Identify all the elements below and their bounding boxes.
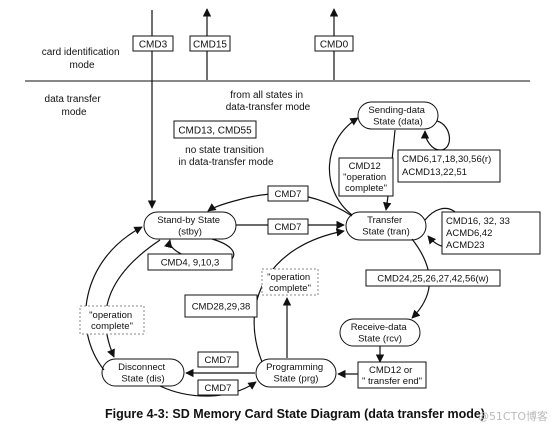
cmd15-box xyxy=(189,35,231,52)
cmd12-transfer-end-label: CMD12 or " transfer end" xyxy=(362,365,422,387)
cmd3-box xyxy=(132,35,174,52)
cmd12-transfer-end-box xyxy=(357,361,427,389)
state-disconnect xyxy=(101,358,185,387)
watermark: @51CTO博客 xyxy=(478,409,548,423)
cmd13-cmd55-label: CMD13, CMD55 xyxy=(178,126,252,137)
cmd7-right-label: CMD7 xyxy=(275,222,302,233)
no-state-transition-text: no state transition in data-transfer mod… xyxy=(178,145,273,168)
cmd7-dis-top-box xyxy=(197,351,239,368)
cmd12-op-complete-box xyxy=(338,157,394,197)
cmd7-dis-top-label: CMD7 xyxy=(205,355,232,366)
state-transfer-label: Transfer State (tran) xyxy=(362,215,410,238)
arrow-stby-to-dis xyxy=(104,239,161,358)
op-complete-center-label: "operation complete" xyxy=(267,272,313,294)
state-transfer xyxy=(345,211,427,241)
arrow-prg-to-tran xyxy=(253,228,345,363)
arrow-tran-to-data xyxy=(328,117,359,216)
op-complete-left-label: "operation complete" xyxy=(89,310,135,332)
cmd28-group-label: CMD28,29,38 xyxy=(192,302,251,313)
state-sending-data-label: Sending-data State (data) xyxy=(368,105,427,128)
cmd6-group-label: CMD6,17,18,30,56(r) ACMD13,22,51 xyxy=(402,154,494,178)
cmd4-group-label: CMD4, 9,10,3 xyxy=(161,258,220,269)
cmd24-group-label: CMD24,25,26,27,42,56(w) xyxy=(377,274,488,285)
cmd7-upper-label: CMD7 xyxy=(275,189,302,200)
cmd24-group-box xyxy=(365,269,501,287)
state-disconnect-label: Disconnect State (dis) xyxy=(118,362,168,385)
from-all-states-text: from all states in data-transfer mode xyxy=(226,90,311,113)
state-stand-by-label: Stand-by State (stby) xyxy=(157,215,223,238)
cmd0-box xyxy=(314,35,354,52)
cmd16-group-label: CMD16, 32, 33 ACMD6,42 ACMD23 xyxy=(446,216,513,251)
arrow-tran-to-stby xyxy=(207,193,353,217)
cmd7-upper-box xyxy=(267,185,309,202)
figure-caption: Figure 4-3: SD Memory Card State Diagram… xyxy=(105,407,485,421)
cmd0-label: CMD0 xyxy=(320,40,349,51)
cmd15-label: CMD15 xyxy=(193,40,227,51)
op-complete-left-box xyxy=(79,305,145,335)
cmd13-cmd55-box xyxy=(173,120,257,139)
cmd6-group-box xyxy=(397,149,501,183)
state-programming-label: Programming State (prg) xyxy=(266,362,326,385)
state-programming xyxy=(255,358,337,388)
state-receive-data-label: Receive-data State (rcv) xyxy=(351,322,410,345)
cmd4-group-box xyxy=(147,253,233,271)
cmd3-label: CMD3 xyxy=(139,40,168,51)
cmd16-group-box xyxy=(441,211,541,255)
cmd7-dis-bottom-label: CMD7 xyxy=(205,383,232,394)
arrow-dis-to-stby xyxy=(85,226,143,371)
arrow-dis-to-prg xyxy=(159,381,257,397)
data-transfer-mode-label: data transfer mode xyxy=(45,94,104,118)
cmd12-op-complete-label: CMD12 "operation complete" xyxy=(343,161,389,194)
cmd7-dis-bottom-box xyxy=(197,379,239,396)
cmd28-group-box xyxy=(184,294,258,318)
op-complete-center-box xyxy=(261,268,319,296)
card-identification-mode-label: card identification mode xyxy=(42,47,123,71)
state-sending-data xyxy=(357,101,439,130)
cmd7-right-box xyxy=(267,218,309,235)
